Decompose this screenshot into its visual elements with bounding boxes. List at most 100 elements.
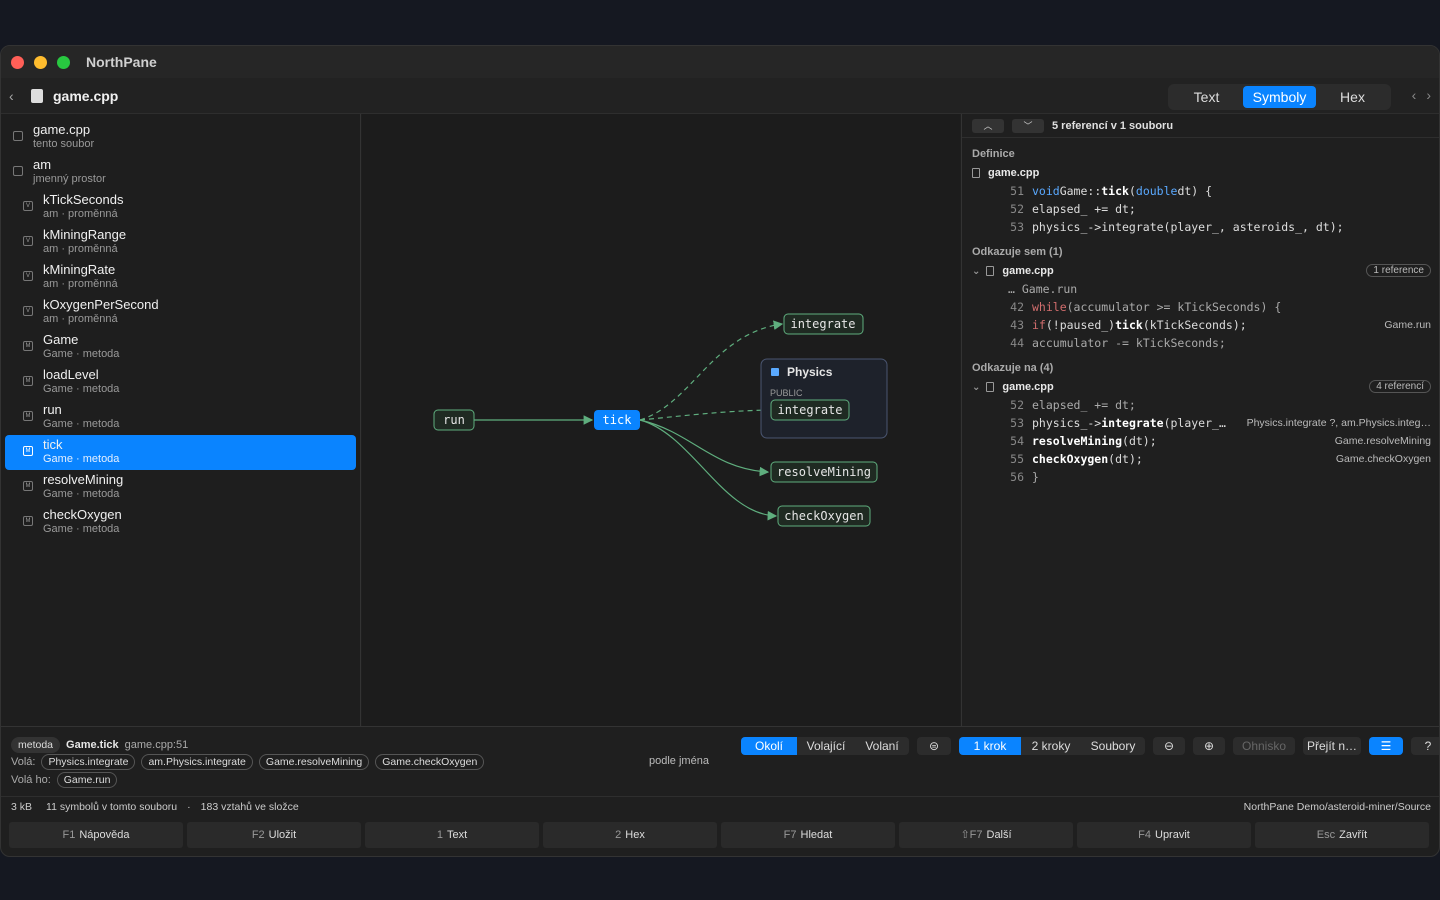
fkey-label: Nápověda: [79, 829, 130, 841]
definition-file[interactable]: game.cpp: [962, 164, 1439, 182]
line-number: 53: [1010, 416, 1024, 430]
zoom-out-icon[interactable]: ⊖: [1153, 737, 1185, 755]
next-reference-button[interactable]: ﹀: [1012, 118, 1044, 133]
focus-button[interactable]: Ohnisko: [1233, 737, 1295, 755]
callee-chip[interactable]: am.Physics.integrate: [141, 754, 253, 770]
symbol-location: game.cpp:51: [124, 739, 189, 751]
disclosure-chevron-icon[interactable]: ⌄: [972, 381, 981, 393]
disclosure-chevron-icon[interactable]: ⌄: [972, 265, 981, 277]
depth-1-tab[interactable]: 1 krok: [959, 737, 1021, 755]
call-graph[interactable]: run tick integrate Physics PUBLIC integr…: [362, 114, 960, 726]
callee-chip[interactable]: Game.resolveMining: [258, 754, 370, 770]
list-layout-icon[interactable]: ☰: [1369, 737, 1403, 755]
code-keyword: void: [1032, 184, 1060, 198]
fkey-key: 2: [615, 829, 622, 841]
code-text: elapsed_ += dt;: [1032, 398, 1136, 412]
mode-symbols-tab[interactable]: Symboly: [1243, 86, 1316, 108]
nav-forward-icon[interactable]: ›: [1426, 87, 1431, 103]
code-line[interactable]: 56}: [962, 468, 1439, 486]
line-number: 55: [1010, 452, 1024, 466]
line-number: 51: [1010, 184, 1024, 198]
line-number: 52: [1010, 398, 1024, 412]
scope-callees-tab[interactable]: Volaní: [865, 739, 899, 753]
zoom-window-button[interactable]: [57, 55, 70, 69]
method-icon: M: [23, 446, 33, 456]
back-chevron-icon[interactable]: ‹: [9, 87, 14, 104]
node-tick[interactable]: tick: [594, 410, 640, 430]
node-run[interactable]: run: [433, 409, 475, 431]
filter-icon[interactable]: ⊜: [917, 737, 951, 755]
help-icon[interactable]: ?: [1411, 737, 1439, 755]
node-physics-group[interactable]: Physics PUBLIC integrate: [760, 358, 888, 439]
method-icon: M: [23, 411, 33, 421]
node-resolvemining[interactable]: resolveMining: [770, 461, 878, 483]
file-icon: [31, 88, 43, 103]
sort-label[interactable]: podle jména: [649, 755, 709, 767]
fkey-label: Další: [986, 829, 1012, 841]
callee-chip[interactable]: Physics.integrate: [41, 754, 136, 770]
callee-label: Physics.integrate ?, am.Physics.integ…: [1246, 417, 1431, 429]
fkey-key: F1: [62, 829, 76, 841]
code-text: Game::: [1059, 184, 1102, 198]
sidebar-item-sublabel: am · proměnná: [43, 243, 118, 255]
separator: ·: [187, 800, 191, 813]
scope-callers-tab[interactable]: Volající: [806, 739, 846, 753]
code-text: physics_->: [1032, 416, 1102, 430]
code-text: (dt);: [1108, 452, 1143, 466]
status-bar: 3 kB 11 symbolů v tomto souboru · 183 vz…: [1, 796, 1439, 816]
mode-text-tab[interactable]: Text: [1193, 89, 1220, 105]
nav-back-icon[interactable]: ‹: [1411, 87, 1417, 103]
callee-chip[interactable]: Game.checkOxygen: [375, 754, 485, 770]
variable-icon: V: [23, 201, 33, 211]
prev-reference-button[interactable]: ︿: [972, 118, 1004, 133]
sidebar-item-sublabel: Game · metoda: [43, 523, 120, 535]
code-highlight: resolveMining: [1032, 434, 1123, 448]
zoom-in-icon[interactable]: ⊕: [1193, 737, 1225, 755]
depth-files-tab[interactable]: Soubory: [1090, 739, 1136, 753]
edge-tick-integrate: [639, 320, 784, 421]
close-window-button[interactable]: [11, 55, 24, 69]
scope-neighborhood-tab[interactable]: Okolí: [741, 737, 797, 755]
sidebar-item-sublabel: Game · metoda: [43, 348, 120, 360]
node-integrate[interactable]: integrate: [783, 313, 864, 335]
depth-2-tab[interactable]: 2 kroky: [1031, 739, 1071, 753]
code-line[interactable]: 52 elapsed_ += dt;: [962, 396, 1439, 414]
edge-tick-checkoxygen: [639, 419, 778, 521]
caller-chip[interactable]: Game.run: [56, 772, 118, 788]
mode-hex-tab[interactable]: Hex: [1340, 89, 1365, 105]
goto-button[interactable]: Přejít n…: [1303, 737, 1361, 755]
minimize-window-button[interactable]: [34, 55, 47, 69]
node-checkoxygen[interactable]: checkOxygen: [777, 505, 871, 527]
